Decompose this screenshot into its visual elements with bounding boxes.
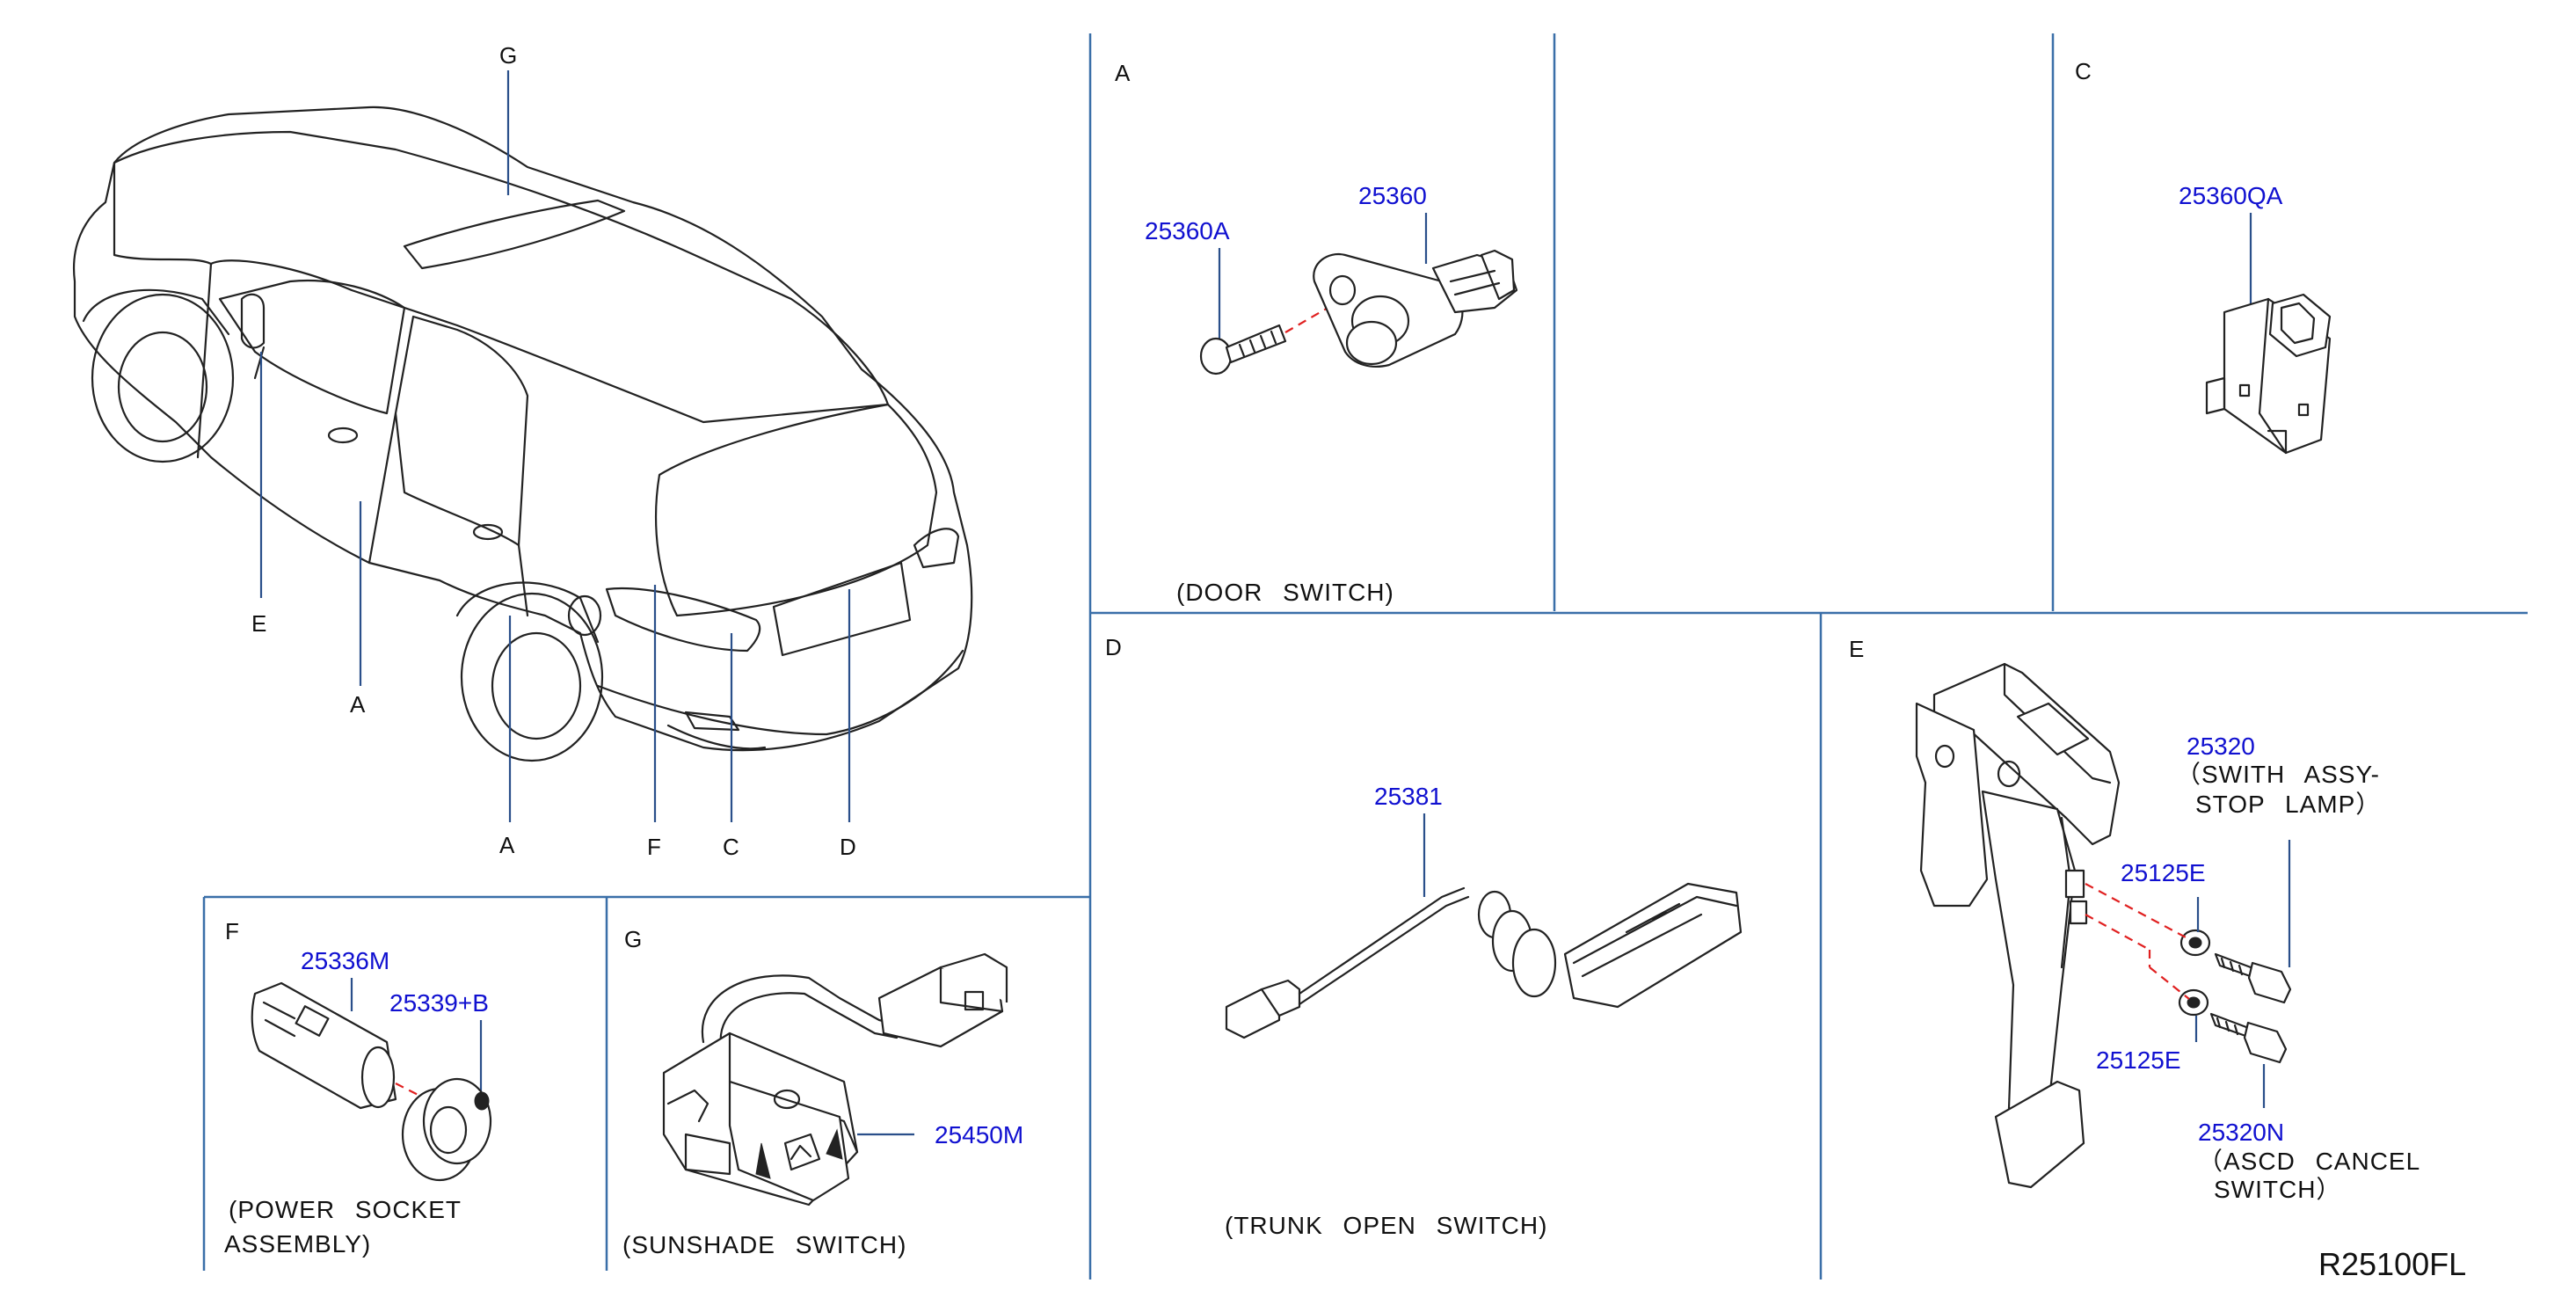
clip-nuts-drawing (2178, 929, 2211, 1017)
panel-g-caption: (SUNSHADE SWITCH) (622, 1231, 906, 1258)
stop-lamp-note-line2: STOP LAMP） (2195, 791, 2381, 818)
part-number-25450m: 25450M (935, 1121, 1023, 1148)
panel-f-caption-line2: ASSEMBLY) (224, 1230, 371, 1258)
pedal-assembly-drawing (1915, 662, 2121, 1189)
part-number-25336m: 25336M (301, 947, 389, 974)
panel-e-letter: E (1849, 636, 1864, 662)
part-number-25125e-upper: 25125E (2121, 859, 2206, 886)
trunk-switch-drawing (1225, 882, 1743, 1039)
ascd-note-line1: （ASCD CANCEL (2198, 1148, 2420, 1175)
overview-label-d: D (840, 834, 856, 860)
part-number-25381: 25381 (1374, 783, 1443, 810)
part-number-25320n: 25320N (2198, 1119, 2284, 1146)
panel-g: G 25450M (SUNSHADE SWITCH) (622, 926, 1023, 1258)
socket-cap-drawing (401, 1077, 492, 1182)
panel-c-letter: C (2075, 58, 2092, 84)
part-number-25360a: 25360A (1145, 217, 1230, 244)
panel-a: A 25360A 25360 (DOOR SWITCH) (1115, 60, 1518, 606)
overview-label-e: E (251, 610, 266, 637)
section-dividers (202, 33, 2528, 1279)
rear-switch-drawing (2205, 293, 2332, 455)
panel-g-letter: G (624, 926, 642, 952)
ascd-cancel-switch-drawing (2209, 1012, 2288, 1064)
sunshade-switch-drawing (662, 952, 1008, 1207)
part-number-25320: 25320 (2187, 733, 2255, 760)
panel-c: C 25360QA (2075, 58, 2332, 455)
power-socket-drawing (251, 981, 397, 1110)
panel-d-caption: (TRUNK OPEN SWITCH) (1225, 1212, 1547, 1239)
overview-label-a-wheel: A (499, 832, 515, 858)
panel-d-letter: D (1105, 634, 1122, 660)
door-switch-drawing (1313, 249, 1518, 368)
panel-a-caption: (DOOR SWITCH) (1176, 579, 1394, 606)
part-number-25360qa: 25360QA (2179, 182, 2283, 209)
overview-label-f: F (647, 834, 661, 860)
overview-leaders (259, 70, 851, 822)
panel-d: D 25381 (TRUNK OPEN SWITCH) (1105, 634, 1743, 1239)
panel-a-letter: A (1115, 60, 1131, 86)
part-number-25125e-lower: 25125E (2096, 1046, 2181, 1074)
vehicle-overview-drawing (73, 106, 973, 762)
overview-label-c: C (723, 834, 739, 860)
overview-label-a-door: A (350, 691, 366, 718)
panel-e: E (1849, 636, 2420, 1203)
overview-labels: G E A A F C D (251, 42, 856, 860)
part-number-25360: 25360 (1358, 182, 1427, 209)
panel-f: F 25336M 25339+B (POWER SOCKET ASSEMBLY) (224, 918, 492, 1258)
panel-f-letter: F (225, 918, 239, 944)
overview-label-g: G (499, 42, 517, 69)
panel-f-caption-line1: (POWER SOCKET (229, 1196, 462, 1223)
screw-drawing (1199, 324, 1287, 375)
stop-lamp-note-line1: （SWITH ASSY- (2176, 761, 2380, 788)
stop-lamp-switch-drawing (2214, 952, 2292, 1004)
ascd-note-line2: SWITCH） (2214, 1176, 2341, 1203)
diagram-reference-id: R25100FL (2318, 1246, 2466, 1282)
part-number-25339b: 25339+B (389, 989, 489, 1017)
